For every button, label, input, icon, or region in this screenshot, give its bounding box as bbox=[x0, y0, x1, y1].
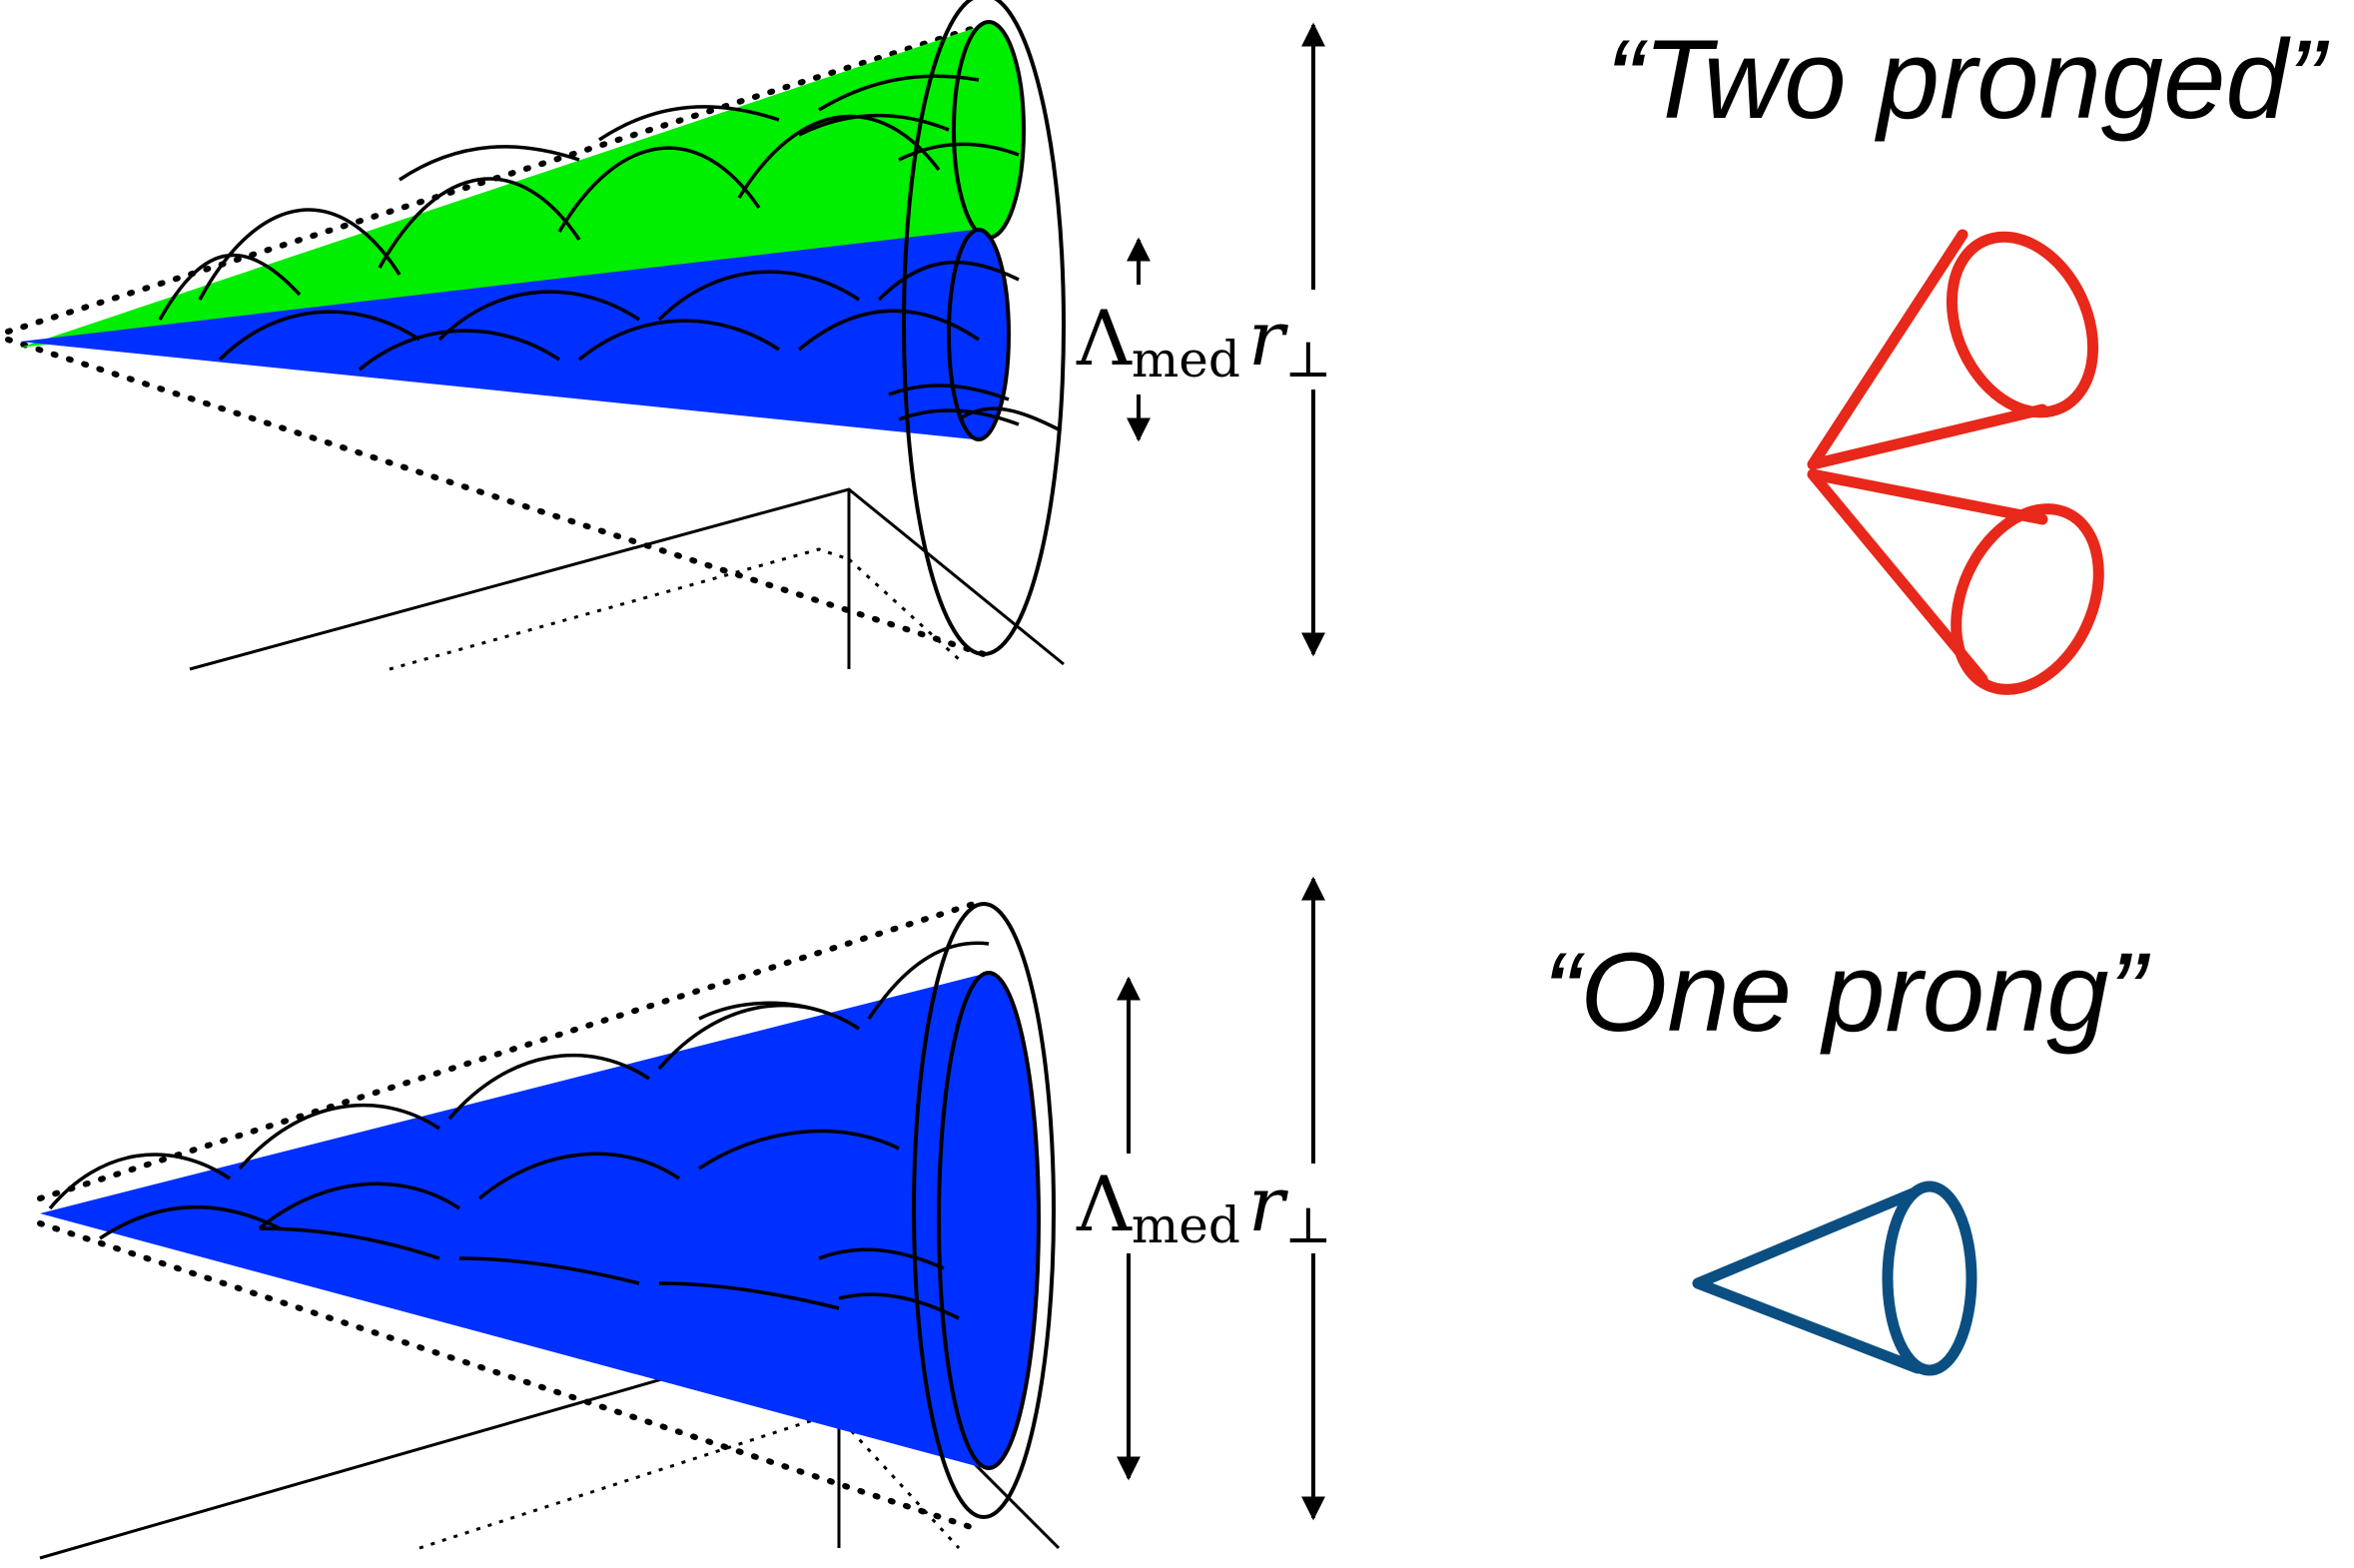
envelope-dotted-lines bbox=[37, 901, 977, 1531]
gluon-line bbox=[48, 941, 990, 1210]
one-prong-title: “One prong” bbox=[1543, 930, 2151, 1055]
two-pronged-title: “Two pronged” bbox=[1606, 17, 2330, 142]
gluon-line bbox=[398, 74, 980, 182]
gluon-line bbox=[99, 1129, 900, 1240]
outer-radius-ellipse bbox=[912, 902, 1056, 1519]
gluon-line bbox=[218, 260, 1020, 362]
gluon-line bbox=[358, 309, 1060, 431]
gluon-line bbox=[798, 113, 1020, 162]
gluon-line bbox=[158, 114, 941, 321]
medium-box-lines bbox=[189, 487, 1065, 671]
gluon-line bbox=[698, 1001, 960, 1320]
blue-cone bbox=[40, 971, 1041, 1470]
two-pronged-cone-icon bbox=[1807, 229, 2104, 695]
gluon-line bbox=[888, 384, 1020, 426]
gluon-lines bbox=[158, 74, 1060, 431]
outer-radius-ellipse bbox=[902, 0, 1066, 656]
gluon-line bbox=[259, 1226, 840, 1310]
gluon-lines bbox=[48, 941, 990, 1320]
one-prong-cone-icon bbox=[1692, 1180, 1977, 1376]
